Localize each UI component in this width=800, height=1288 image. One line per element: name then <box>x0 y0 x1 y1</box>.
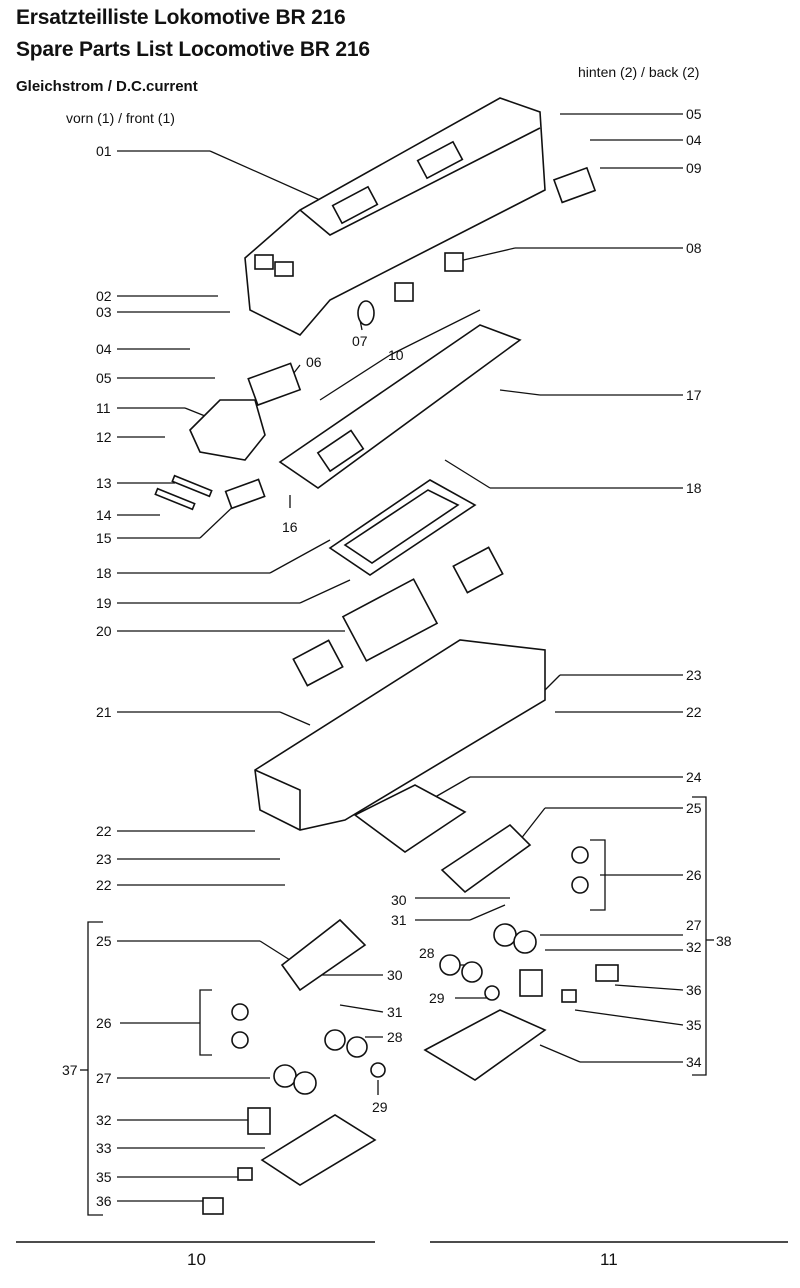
subtitle-current-type: Gleichstrom / D.C.current <box>16 78 198 95</box>
front-label: vorn (1) / front (1) <box>66 110 175 126</box>
callout-06: 06 <box>306 354 322 370</box>
callout-24: 24 <box>686 769 702 785</box>
callout-05-right: 05 <box>686 106 702 122</box>
callout-12: 12 <box>96 429 112 445</box>
callout-35-left: 35 <box>96 1169 112 1185</box>
callout-16: 16 <box>282 519 298 535</box>
callout-11: 11 <box>96 400 111 416</box>
callout-34: 34 <box>686 1054 702 1070</box>
callout-07: 07 <box>352 333 368 349</box>
callout-36-right: 36 <box>686 982 702 998</box>
callout-14: 14 <box>96 507 112 523</box>
callout-32-right: 32 <box>686 939 702 955</box>
callout-19: 19 <box>96 595 112 611</box>
wheelsets <box>231 846 589 1095</box>
back-label: hinten (2) / back (2) <box>578 64 700 80</box>
title-english: Spare Parts List Locomotive BR 216 <box>16 38 370 61</box>
callout-22-right: 22 <box>686 704 702 720</box>
callout-21: 21 <box>96 704 112 720</box>
callout-15: 15 <box>96 530 112 546</box>
callout-31-left: 31 <box>387 1004 403 1020</box>
callout-22-a: 22 <box>96 823 112 839</box>
callout-09: 09 <box>686 160 702 176</box>
callout-08: 08 <box>686 240 702 256</box>
callout-38: 38 <box>716 933 732 949</box>
callout-27-right: 27 <box>686 917 702 933</box>
callout-30-left: 30 <box>387 967 403 983</box>
callout-17: 17 <box>686 387 702 403</box>
callout-25-left: 25 <box>96 933 112 949</box>
callout-25-right: 25 <box>686 800 702 816</box>
callout-36-left: 36 <box>96 1193 112 1209</box>
callout-22-b: 22 <box>96 877 112 893</box>
callout-01: 01 <box>96 143 112 159</box>
callout-02: 02 <box>96 288 112 304</box>
callout-05-left: 05 <box>96 370 112 386</box>
callout-04-right: 04 <box>686 132 702 148</box>
callout-18-right: 18 <box>686 480 702 496</box>
page-number-right: 11 <box>600 1250 618 1269</box>
callout-28-right: 28 <box>419 945 435 961</box>
page-number-left: 10 <box>187 1250 206 1269</box>
callout-28-left: 28 <box>387 1029 403 1045</box>
callout-03: 03 <box>96 304 112 320</box>
callout-23-left: 23 <box>96 851 112 867</box>
callout-32-left: 32 <box>96 1112 112 1128</box>
callout-13: 13 <box>96 475 112 491</box>
callout-31-right: 31 <box>391 912 407 928</box>
callout-10: 10 <box>388 347 404 363</box>
callout-27-left: 27 <box>96 1070 112 1086</box>
callout-04-left: 04 <box>96 341 112 357</box>
leader-lines <box>117 113 684 1202</box>
callout-26-right: 26 <box>686 867 702 883</box>
group-brackets <box>80 796 714 1216</box>
callout-33: 33 <box>96 1140 112 1156</box>
callout-29-left: 29 <box>372 1099 388 1115</box>
callout-23-right: 23 <box>686 667 702 683</box>
callout-20: 20 <box>96 623 112 639</box>
callout-18-left: 18 <box>96 565 112 581</box>
callout-26-left: 26 <box>96 1015 112 1031</box>
callout-29-right: 29 <box>429 990 445 1006</box>
title-german: Ersatzteilliste Lokomotive BR 216 <box>16 6 346 29</box>
callout-30-right: 30 <box>391 892 407 908</box>
callout-37: 37 <box>62 1062 78 1078</box>
part-shapes <box>154 97 619 1215</box>
callout-35-right: 35 <box>686 1017 702 1033</box>
